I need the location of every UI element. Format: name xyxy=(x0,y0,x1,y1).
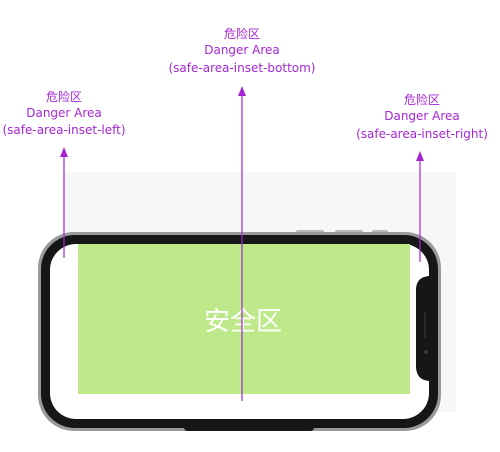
phone-notch xyxy=(416,276,429,381)
right-title: 危险区 xyxy=(404,92,440,107)
right-property: (safe-area-inset-right) xyxy=(356,127,488,141)
bottom-property: (safe-area-inset-bottom) xyxy=(168,61,315,75)
left-title: 危险区 xyxy=(46,89,82,104)
label-bottom-inset: 危险区 Danger Area (safe-area-inset-bottom) xyxy=(168,26,315,75)
bottom-title: 危险区 xyxy=(224,26,260,41)
label-right-inset: 危险区 Danger Area (safe-area-inset-right) xyxy=(356,92,488,141)
label-left-inset: 危险区 Danger Area (safe-area-inset-left) xyxy=(2,89,125,137)
earpiece-speaker xyxy=(424,312,426,338)
right-name: Danger Area xyxy=(384,109,460,123)
left-name: Danger Area xyxy=(26,106,102,120)
left-property: (safe-area-inset-left) xyxy=(2,123,125,137)
arrow-left xyxy=(60,147,68,258)
front-camera xyxy=(424,350,428,354)
home-indicator xyxy=(184,424,314,431)
arrow-right xyxy=(416,151,424,262)
safe-area-region xyxy=(78,244,410,394)
arrow-bottom xyxy=(238,86,246,401)
bottom-name: Danger Area xyxy=(204,43,280,57)
safe-area-label: 安全区 xyxy=(204,307,282,337)
